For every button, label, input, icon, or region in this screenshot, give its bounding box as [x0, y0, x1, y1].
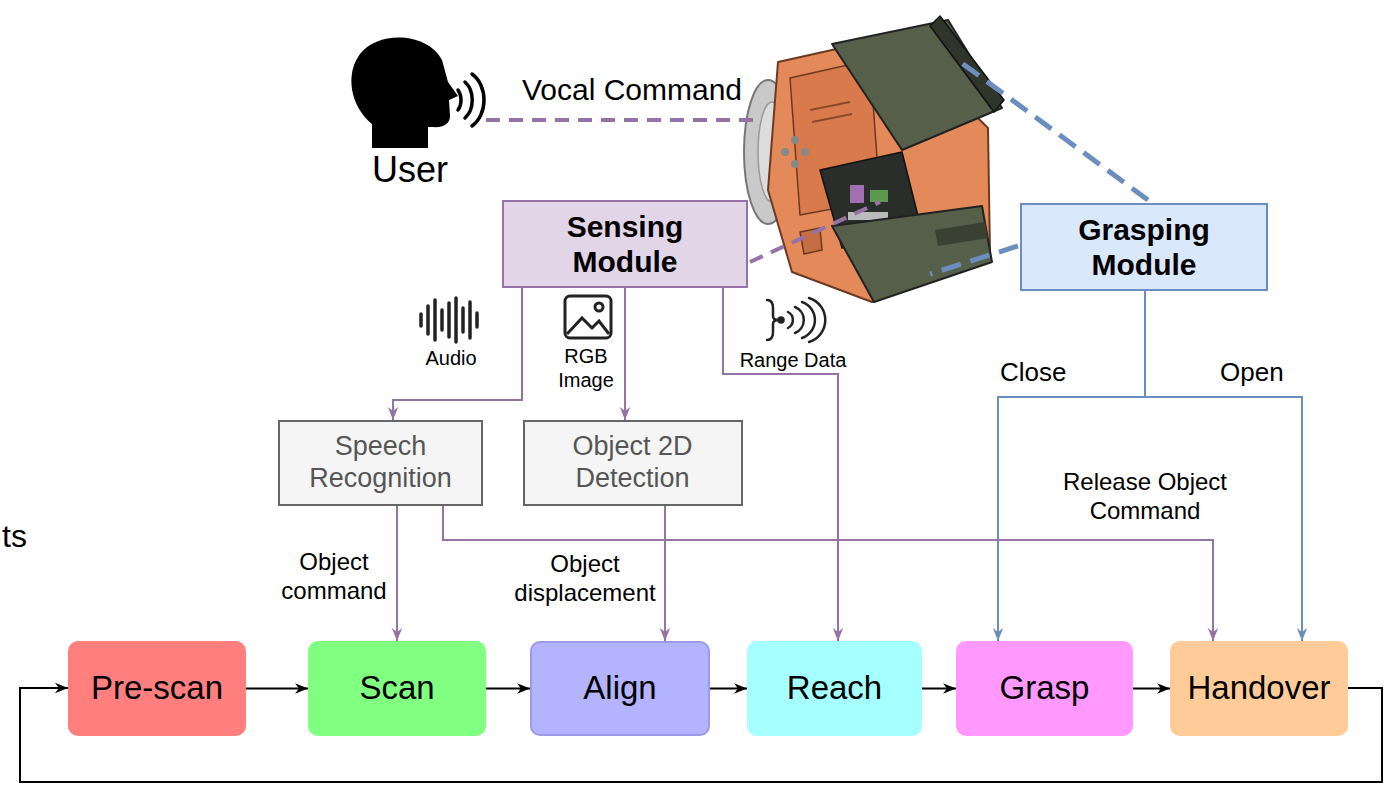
connector-arrow [1145, 291, 1302, 641]
edge-label: Object command [276, 548, 392, 606]
edge-label: Close [1000, 357, 1080, 388]
node-text: Scan [359, 669, 434, 708]
audio-icon [421, 298, 477, 342]
node-text: Grasping Module [1049, 212, 1239, 283]
edge-label: Range Data [728, 348, 858, 372]
actor-label: User [350, 148, 470, 191]
connector-arrow [396, 506, 398, 641]
grasping-dashed-line [955, 58, 1148, 200]
range-sensor-icon [767, 298, 825, 342]
state-box: Pre-scan [68, 641, 246, 736]
edge-label: Open [1220, 357, 1300, 388]
state-box: Reach [747, 641, 922, 736]
user-head-icon [351, 37, 458, 148]
node-text: Speech Recognition [288, 431, 473, 495]
state-box: Handover [1170, 641, 1348, 736]
edge-label: Audio [416, 346, 486, 370]
node-text: Pre-scan [91, 669, 223, 708]
module-box: Grasping Module [1020, 203, 1268, 291]
vocal-command-dashed-line [486, 118, 760, 122]
node-text: Align [583, 669, 656, 708]
connector-label: Vocal Command [492, 72, 772, 108]
connector-arrow [998, 291, 1145, 641]
module-box: Sensing Module [502, 200, 748, 288]
robot-illustration [744, 16, 1004, 302]
clipped-text: ts [2, 517, 62, 555]
connector-arrow [393, 288, 522, 420]
connector-arrow [664, 506, 666, 641]
sound-waves [458, 74, 484, 126]
connector-arrow [443, 506, 1213, 641]
edge-label: Object displacement [510, 550, 660, 608]
connector-arrow [246, 688, 308, 690]
connector-arrow [922, 688, 956, 690]
connector-arrow [1133, 688, 1170, 690]
node-text: Grasp [1000, 669, 1090, 708]
state-box: Scan [308, 641, 486, 736]
node-text: Sensing Module [535, 209, 715, 280]
connector-arrow [624, 288, 626, 420]
grasping-dashed-line [930, 246, 1018, 274]
process-box: Object 2D Detection [523, 420, 743, 506]
state-box: Align [530, 641, 710, 736]
process-box: Speech Recognition [278, 420, 483, 506]
edge-label: Release Object Command [1036, 468, 1254, 526]
node-text: Reach [787, 669, 882, 708]
connector-arrow [486, 688, 530, 690]
edge-label: RGB Image [552, 344, 620, 392]
connector-arrow [710, 688, 747, 690]
node-text: Object 2D Detection [533, 431, 733, 495]
node-text: Handover [1187, 669, 1330, 708]
sensing-dashed-line [750, 202, 880, 262]
image-icon [565, 296, 611, 338]
state-box: Grasp [956, 641, 1133, 736]
